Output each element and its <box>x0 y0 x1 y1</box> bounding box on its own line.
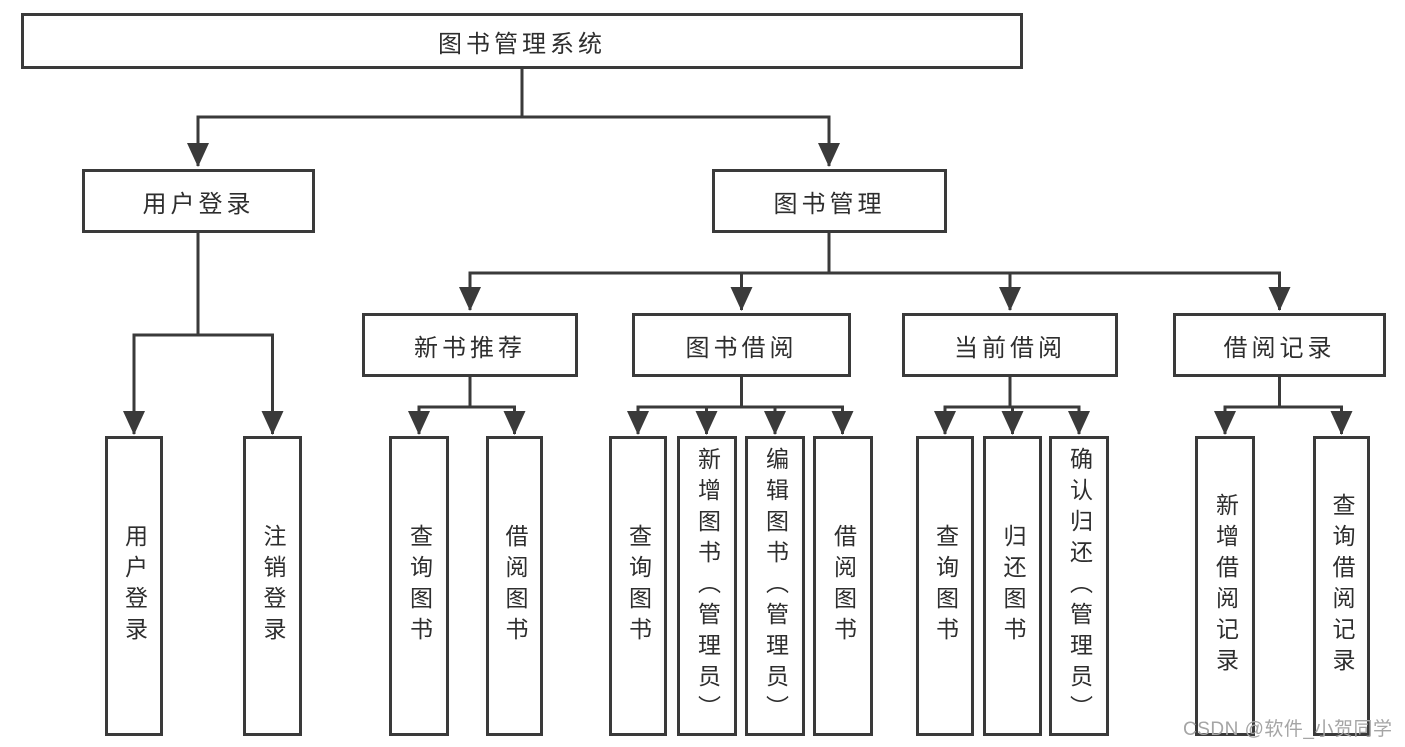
leaf-logout: 注销登录 <box>243 436 302 736</box>
leaf-user-login: 用户登录 <box>105 436 163 736</box>
node-current-borrow-label: 当前借阅 <box>954 334 1066 362</box>
leaf-edit-books-admin: 编辑图书（管理员） <box>745 436 805 736</box>
node-user-login-label: 用户登录 <box>142 190 255 218</box>
leaf-recommend-borrow-books: 借阅图书 <box>486 436 543 736</box>
node-new-book-recommend: 新书推荐 <box>362 313 578 377</box>
leaf-add-books-admin: 新增图书（管理员） <box>677 436 737 736</box>
leaf-recommend-query-books: 查询图书 <box>389 436 449 736</box>
leaf-add-books-admin-label: 新增图书（管理员） <box>694 446 721 726</box>
node-book-borrow-label: 图书借阅 <box>685 334 798 362</box>
leaf-logout-label: 注销登录 <box>260 524 286 648</box>
leaf-confirm-return-admin-label: 确认归还（管理员） <box>1066 446 1093 726</box>
leaf-edit-books-admin-label: 编辑图书（管理员） <box>762 446 789 726</box>
leaf-user-login-label: 用户登录 <box>121 524 148 648</box>
node-current-borrow: 当前借阅 <box>902 313 1118 377</box>
leaf-add-borrow-record-label: 新增借阅记录 <box>1212 493 1239 679</box>
node-borrow-records-label: 借阅记录 <box>1223 334 1336 362</box>
node-root-label: 图书管理系统 <box>438 30 606 58</box>
node-book-management: 图书管理 <box>712 169 947 233</box>
node-book-borrow: 图书借阅 <box>632 313 851 377</box>
leaf-confirm-return-admin: 确认归还（管理员） <box>1049 436 1109 736</box>
node-user-login: 用户登录 <box>82 169 315 233</box>
leaf-query-borrow-record: 查询借阅记录 <box>1313 436 1370 736</box>
node-new-book-recommend-label: 新书推荐 <box>414 334 526 362</box>
node-root-system: 图书管理系统 <box>21 13 1023 69</box>
leaf-current-query-books-label: 查询图书 <box>932 524 959 648</box>
leaf-query-borrow-record-label: 查询借阅记录 <box>1329 493 1355 679</box>
leaf-return-books-label: 归还图书 <box>1000 524 1026 648</box>
leaf-return-books: 归还图书 <box>983 436 1042 736</box>
node-borrow-records: 借阅记录 <box>1173 313 1386 377</box>
leaf-current-query-books: 查询图书 <box>916 436 974 736</box>
leaf-borrow-query-books-label: 查询图书 <box>625 524 652 648</box>
leaf-recommend-query-books-label: 查询图书 <box>406 524 433 648</box>
leaf-add-borrow-record: 新增借阅记录 <box>1195 436 1255 736</box>
leaf-borrow-query-books: 查询图书 <box>609 436 667 736</box>
leaf-borrow-books: 借阅图书 <box>813 436 873 736</box>
node-book-management-label: 图书管理 <box>773 190 886 218</box>
leaf-recommend-borrow-books-label: 借阅图书 <box>502 524 528 648</box>
leaf-borrow-books-label: 借阅图书 <box>830 524 857 648</box>
csdn-watermark: CSDN @软件_小贺同学 <box>1183 719 1393 740</box>
